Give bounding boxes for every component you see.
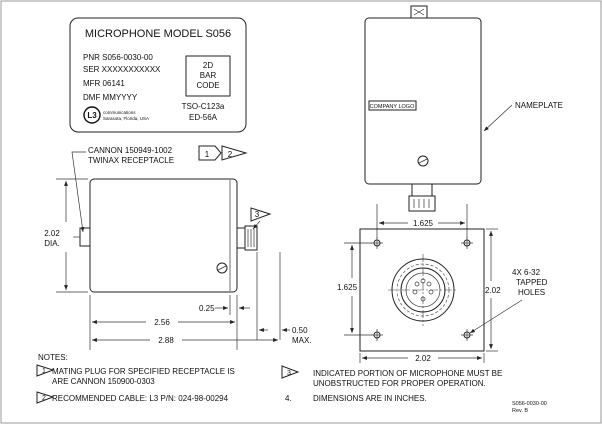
- note-2-flag: [36, 391, 55, 404]
- barcode-line-1: 2D: [203, 61, 213, 70]
- dim-050-suffix: MAX.: [292, 336, 312, 345]
- side-view: CANNON 150949-1002 TWINAX RECEPTACLE 1 2…: [44, 145, 312, 350]
- holes-label-1: 4X 6-32: [512, 268, 541, 277]
- logo-mark-text: L3: [87, 111, 97, 120]
- note-flag-1: [198, 145, 222, 161]
- side-body: [89, 178, 238, 293]
- barcode-line-2: BAR: [200, 71, 217, 80]
- dim-025: 0.25: [199, 304, 215, 313]
- note-3-line-2: UNOBSTRUCTED FOR PROPER OPERATION.: [313, 379, 486, 388]
- revision-label: Rev. B: [512, 408, 528, 414]
- company-logo-mark: [83, 106, 101, 124]
- drawing-number: S056-0030-00: [512, 401, 547, 407]
- note-1-flag: [36, 364, 55, 377]
- nameplate-leader: [483, 104, 513, 132]
- note-1-line-1: MATING PLUG FOR SPECIFIED RECEPTACLE IS: [52, 367, 235, 376]
- note-flag-2: [221, 145, 248, 161]
- dim-202-horizontal: 2.02: [415, 354, 431, 363]
- dim-050: 0.50: [292, 326, 308, 335]
- connector-leader: [71, 151, 86, 233]
- nameplate-detail: MICROPHONE MODEL S056 PNR S056-0030-00 S…: [69, 17, 247, 133]
- nameplate-pnr: PNR S056-0030-00: [83, 53, 153, 62]
- company-logo-box: [368, 100, 417, 111]
- dim-202-vertical: 2.02: [485, 286, 501, 295]
- nameplate-label: NAMEPLATE: [515, 101, 563, 110]
- dim-288: 2.88: [158, 336, 174, 345]
- nameplate-ser: SER XXXXXXXXXXX: [83, 65, 161, 74]
- nameplate-ed: ED-56A: [189, 113, 218, 122]
- holes-label-3: HOLES: [518, 288, 545, 297]
- dim-1625-horizontal: 1.625: [413, 219, 434, 228]
- side-screw: [216, 262, 228, 274]
- mounting-holes: [371, 237, 473, 341]
- note-4-num: 4.: [285, 394, 292, 403]
- holes-leader: [469, 299, 523, 334]
- front-view: COMPANY LOGO NAMEPLATE 1.625: [337, 5, 563, 363]
- nameplate-title: MICROPHONE MODEL S056: [85, 28, 231, 40]
- nameplate-mfr: MFR 06141: [83, 79, 125, 88]
- note-flag-3-num: 3: [255, 210, 260, 219]
- note-flag-3: [250, 207, 272, 222]
- connector-label-2: TWINAX RECEPTACLE: [88, 156, 174, 165]
- note-4-text: DIMENSIONS ARE IN INCHES.: [313, 394, 427, 403]
- company-logo-text: COMPANY LOGO: [370, 104, 415, 110]
- note-1-num: 1: [42, 368, 46, 375]
- barcode-line-3: CODE: [196, 81, 219, 90]
- side-grille: [236, 227, 246, 249]
- company-line-1: communications: [103, 110, 136, 115]
- nameplate-outline: [69, 17, 247, 133]
- notes-heading: NOTES:: [38, 353, 68, 362]
- front-connector: [408, 195, 436, 212]
- dim-diameter-value: 2.02: [44, 229, 60, 238]
- front-connector-neck: [411, 183, 433, 197]
- notes-block: NOTES: 1 MATING PLUG FOR SPECIFIED RECEP…: [36, 353, 502, 404]
- note-3-flag: [281, 365, 300, 379]
- note-1-line-2: ARE CANNON 150900-0303: [52, 377, 155, 386]
- dim-1625-vertical: 1.625: [337, 283, 358, 292]
- note-2-num: 2: [42, 395, 46, 402]
- barcode-box: [185, 55, 231, 97]
- note-flag-2-num: 2: [228, 150, 233, 159]
- dim-256: 2.56: [154, 318, 170, 327]
- note-3-line-1: INDICATED PORTION OF MICROPHONE MUST BE: [313, 369, 502, 378]
- side-connector: [79, 227, 91, 247]
- nameplate-tso: TSO-C123a: [182, 102, 225, 111]
- note-3-num: 3: [287, 370, 291, 377]
- holes-label-2: TAPPED: [516, 278, 548, 287]
- note-2-text: RECOMMENDED CABLE: L3 P/N: 024-98-00294: [52, 394, 229, 403]
- nameplate-dmf: DMF MMYYYY: [83, 93, 138, 102]
- note-flag-1-num: 1: [205, 150, 210, 159]
- front-screw: [417, 155, 429, 167]
- dim-diameter-suffix: DIA.: [44, 239, 60, 248]
- company-line-2: Sarasota, Florida, USA: [103, 116, 149, 121]
- microphone-element: [388, 254, 458, 326]
- flange-outline: [359, 228, 485, 352]
- connector-label-1: CANNON 150949-1002: [88, 146, 173, 155]
